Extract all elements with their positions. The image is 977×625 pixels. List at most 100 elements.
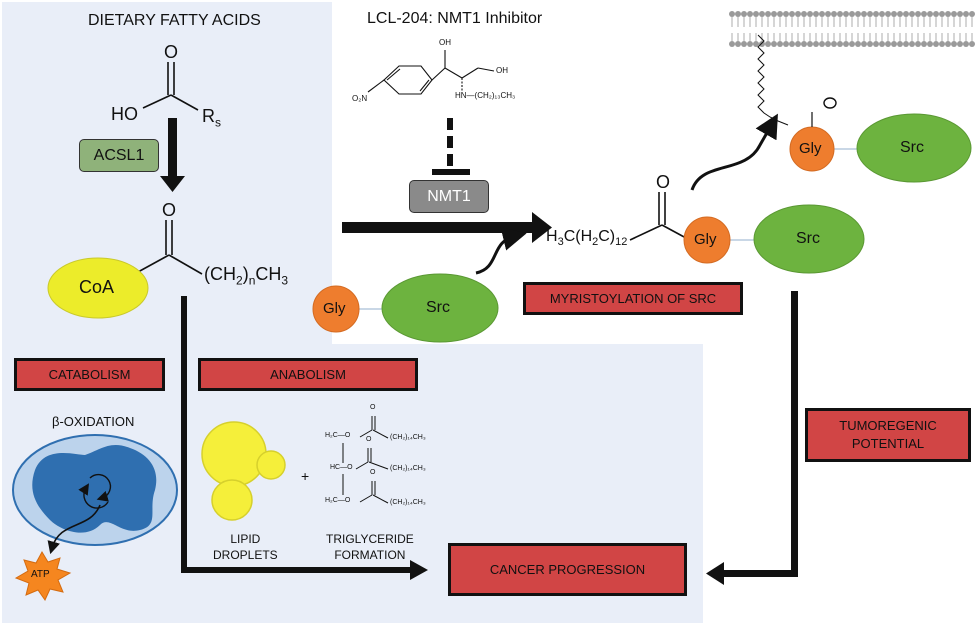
membrane-lipid-head (885, 11, 891, 17)
triglyceride-label: TRIGLYCERIDE FORMATION (326, 532, 414, 562)
membrane-lipid-head (933, 11, 939, 17)
myristoyl-formula: H3C(H2C)12 (546, 228, 627, 248)
membrane-lipid-head (795, 11, 801, 17)
acid-r-group: Rs (202, 106, 221, 130)
acid-r-subscript: s (215, 115, 221, 130)
membrane-lipid-head (747, 41, 753, 47)
membrane-lipid-head (729, 41, 735, 47)
membrane-lipid-head (765, 11, 771, 17)
inhibitor-title: LCL-204: NMT1 Inhibitor (367, 10, 543, 27)
membrane-lipid-head (879, 41, 885, 47)
lipid-droplets-label: LIPID DROPLETS (213, 532, 278, 562)
membrane-lipid-head (741, 11, 747, 17)
membrane-lipid-head (873, 41, 879, 47)
membrane-lipid-head (945, 41, 951, 47)
src-ellipse-3 (856, 113, 972, 183)
formula-12: 12 (615, 236, 628, 249)
membrane-lipid-head (759, 11, 765, 17)
membrane-carbonyl-O (823, 97, 837, 109)
tg-row-1: H₂C—O (325, 432, 351, 439)
plus-sign: + (301, 468, 310, 484)
membrane-lipid-head (825, 41, 831, 47)
membrane-lipid-head (825, 11, 831, 17)
chain-part-2: ) (242, 264, 249, 284)
membrane-lipid-head (963, 11, 969, 17)
membrane-lipid-head (897, 41, 903, 47)
main-pathway-arrow (342, 212, 552, 243)
gly-label-1: Gly (323, 300, 346, 317)
src-ellipse-1 (381, 273, 499, 343)
membrane-lipid-head (777, 11, 783, 17)
myristoylation-box: MYRISTOYLATION OF SRC (523, 282, 743, 315)
membrane-lipid-head (885, 41, 891, 47)
membrane-lipid-head (819, 11, 825, 17)
membrane-lipid-head (927, 11, 933, 17)
catabolism-box: CATABOLISM (14, 358, 165, 391)
gly-label-2: Gly (694, 231, 717, 248)
membrane-lipid-head (735, 41, 741, 47)
membrane-lipid-head (933, 41, 939, 47)
membrane-lipid-head (753, 11, 759, 17)
acsl1-enzyme: ACSL1 (79, 139, 159, 172)
curved-arrow-gly-src (475, 227, 527, 275)
membrane-lipid-head (843, 11, 849, 17)
gly-circle-1 (312, 285, 360, 333)
membrane-lipid-head (957, 11, 963, 17)
cell-membrane (729, 11, 975, 47)
tg-oxygen-1: O (370, 404, 376, 411)
membrane-lipid-head (951, 41, 957, 47)
membrane-lipid-head (789, 41, 795, 47)
membrane-lipid-head (765, 41, 771, 47)
membrane-lipid-head (741, 41, 747, 47)
membrane-lipid-head (849, 41, 855, 47)
membrane-lipid-head (897, 11, 903, 17)
myristoyl-structure (629, 192, 687, 241)
myristoyl-chain (757, 34, 789, 126)
gly-label-3: Gly (799, 140, 822, 157)
membrane-lipid-head (969, 11, 975, 17)
tg-oxygen-3: O (370, 469, 376, 476)
membrane-lipid-head (849, 11, 855, 17)
membrane-lipid-head (843, 41, 849, 47)
acid-hydroxyl: HO (111, 104, 138, 124)
chain-sub-1: 2 (236, 273, 243, 288)
membrane-lipid-head (855, 41, 861, 47)
membrane-lipid-head (735, 11, 741, 17)
coa-ellipse (47, 257, 149, 319)
membrane-lipid-head (783, 41, 789, 47)
membrane-lipid-head (867, 11, 873, 17)
formula-2: 2 (592, 236, 599, 249)
membrane-lipid-head (771, 11, 777, 17)
src-label-2: Src (796, 230, 820, 247)
tg-row-3: H₂C—O (325, 497, 351, 504)
membrane-lipid-head (951, 11, 957, 17)
formula-h: H (546, 228, 558, 245)
acid-oxygen: O (164, 42, 179, 62)
chain-part-1: (CH (204, 264, 236, 284)
membrane-lipid-head (837, 41, 843, 47)
src-label-1: Src (426, 299, 450, 316)
membrane-lipid-head (879, 11, 885, 17)
membrane-lipid-head (861, 11, 867, 17)
membrane-lipid-head (903, 41, 909, 47)
membrane-lipid-head (807, 11, 813, 17)
triglyceride-structure (342, 416, 389, 504)
cancer-progression-box: CANCER PROGRESSION (448, 543, 687, 596)
tg-oxygen-2: O (366, 436, 372, 443)
anabolism-box: ANABOLISM (198, 358, 418, 391)
chain-part-3: CH (255, 264, 282, 284)
membrane-lipid-head (969, 41, 975, 47)
myristoyl-oxygen: O (656, 172, 671, 192)
membrane-lipid-head (939, 11, 945, 17)
chain-sub-3: 3 (281, 273, 289, 288)
nmt1-enzyme: NMT1 (409, 180, 489, 213)
membrane-lipid-head (891, 41, 897, 47)
atp-starburst (14, 550, 72, 602)
tg-chain-3: (CH₂)₁₄CH₃ (390, 499, 426, 506)
membrane-lipid-head (957, 41, 963, 47)
membrane-lipid-head (927, 41, 933, 47)
tg-row-2: HC—O (330, 464, 353, 471)
acsl1-arrow (160, 118, 185, 192)
chain-sub-2: n (248, 273, 256, 288)
